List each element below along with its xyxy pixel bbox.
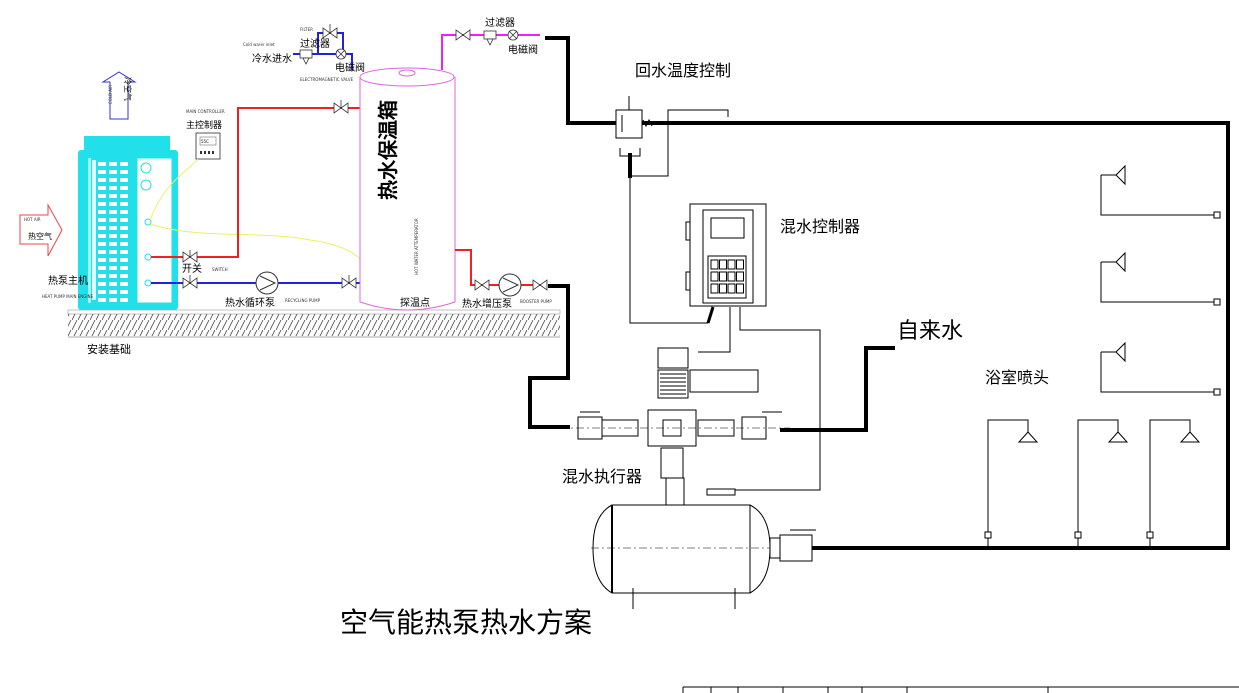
foundation-label: 安装基础 bbox=[87, 342, 131, 356]
title-block-table bbox=[682, 686, 1239, 693]
filter-en-label: FILTER bbox=[300, 27, 313, 32]
outlet-pipe bbox=[441, 34, 540, 70]
recycling-pump-en-label: RECYCLING PUMP bbox=[285, 298, 321, 303]
diagram-title: 空气能热泵热水方案 bbox=[340, 606, 592, 639]
mixing-controller-label: 混水控制器 bbox=[780, 217, 860, 236]
cold-air-label: 冷空气 bbox=[123, 77, 133, 101]
filter-icon bbox=[299, 49, 313, 65]
return-temp-control-valve bbox=[615, 96, 729, 324]
booster-pump-label: 热水增压泵 bbox=[462, 297, 512, 310]
mixing-actuator bbox=[560, 347, 790, 496]
main-controller: 55C bbox=[195, 132, 221, 160]
return-temp-control-label: 回水温度控制 bbox=[635, 61, 731, 80]
shower-heads-label: 浴室喷头 bbox=[985, 368, 1049, 387]
mixing-actuator-label: 混水执行器 bbox=[562, 467, 642, 486]
heat-pump-unit bbox=[78, 136, 178, 310]
recycling-pump-label: 热水循环泵 bbox=[225, 296, 275, 309]
booster-pump-icon bbox=[498, 273, 522, 297]
shower-heads bbox=[984, 164, 1221, 548]
booster-pump-en-label: BOOSTER PUMP bbox=[520, 299, 552, 304]
booster-valve-icon bbox=[532, 279, 548, 291]
switch-en-label: SWITCH bbox=[212, 267, 228, 272]
switch-valve-icon bbox=[182, 100, 349, 263]
mixing-controller bbox=[685, 203, 821, 491]
signal-wire bbox=[149, 158, 199, 221]
heat-pump-label: 热泵主机 bbox=[48, 274, 88, 287]
outlet-valve-icon bbox=[455, 29, 471, 41]
cold-water-inlet-en-label: Cold warer inlet bbox=[243, 42, 275, 47]
solenoid-label-1: 电磁阀 bbox=[335, 61, 365, 74]
mixing-storage-vessel bbox=[591, 477, 816, 609]
solenoid-en-label: ELECTROMAGNETIC VALVE bbox=[300, 77, 354, 82]
installation-foundation bbox=[67, 309, 561, 338]
recycling-valve-icon bbox=[182, 275, 357, 289]
main-controller-en-label: MAIN CONTROLLER bbox=[186, 109, 225, 114]
tank-label: 热水保温箱 bbox=[376, 100, 400, 200]
filter-icon bbox=[483, 30, 497, 46]
mixing-water-pipes bbox=[528, 36, 1230, 550]
hot-air-arrow-icon bbox=[19, 203, 63, 257]
recycling-pump-icon bbox=[255, 271, 279, 295]
tap-water-label: 自来水 bbox=[897, 319, 963, 344]
cold-water-inlet-label: 冷水进水 bbox=[252, 52, 292, 65]
booster-valve-icon bbox=[474, 279, 490, 291]
heat-pump-en-label: HEAT PUMP MAIN ENGINE bbox=[42, 294, 94, 299]
hot-air-en-label: HOT AIR bbox=[24, 217, 41, 222]
tank-en-label: HOT WATER ATTEMPERATOR bbox=[414, 218, 419, 275]
hot-air-label: 热空气 bbox=[28, 231, 52, 241]
hot-water-tank bbox=[359, 67, 456, 311]
filter-label-2: 过滤器 bbox=[485, 16, 515, 29]
cold-air-en-label: COLD AIR bbox=[108, 85, 113, 104]
solenoid-label-2: 电磁阀 bbox=[508, 43, 538, 56]
solenoid-valve-icon bbox=[335, 48, 347, 60]
temp-point-label: 探温点 bbox=[400, 296, 430, 309]
bypass-valve-icon bbox=[322, 24, 338, 39]
filter-label-1: 过滤器 bbox=[300, 37, 330, 50]
switch-label: 开关 bbox=[182, 262, 202, 275]
controller-display: 55C bbox=[201, 139, 209, 144]
main-controller-label: 主控制器 bbox=[186, 119, 222, 131]
cold-air-arrow-icon bbox=[101, 71, 137, 120]
solenoid-valve-icon bbox=[507, 29, 519, 41]
